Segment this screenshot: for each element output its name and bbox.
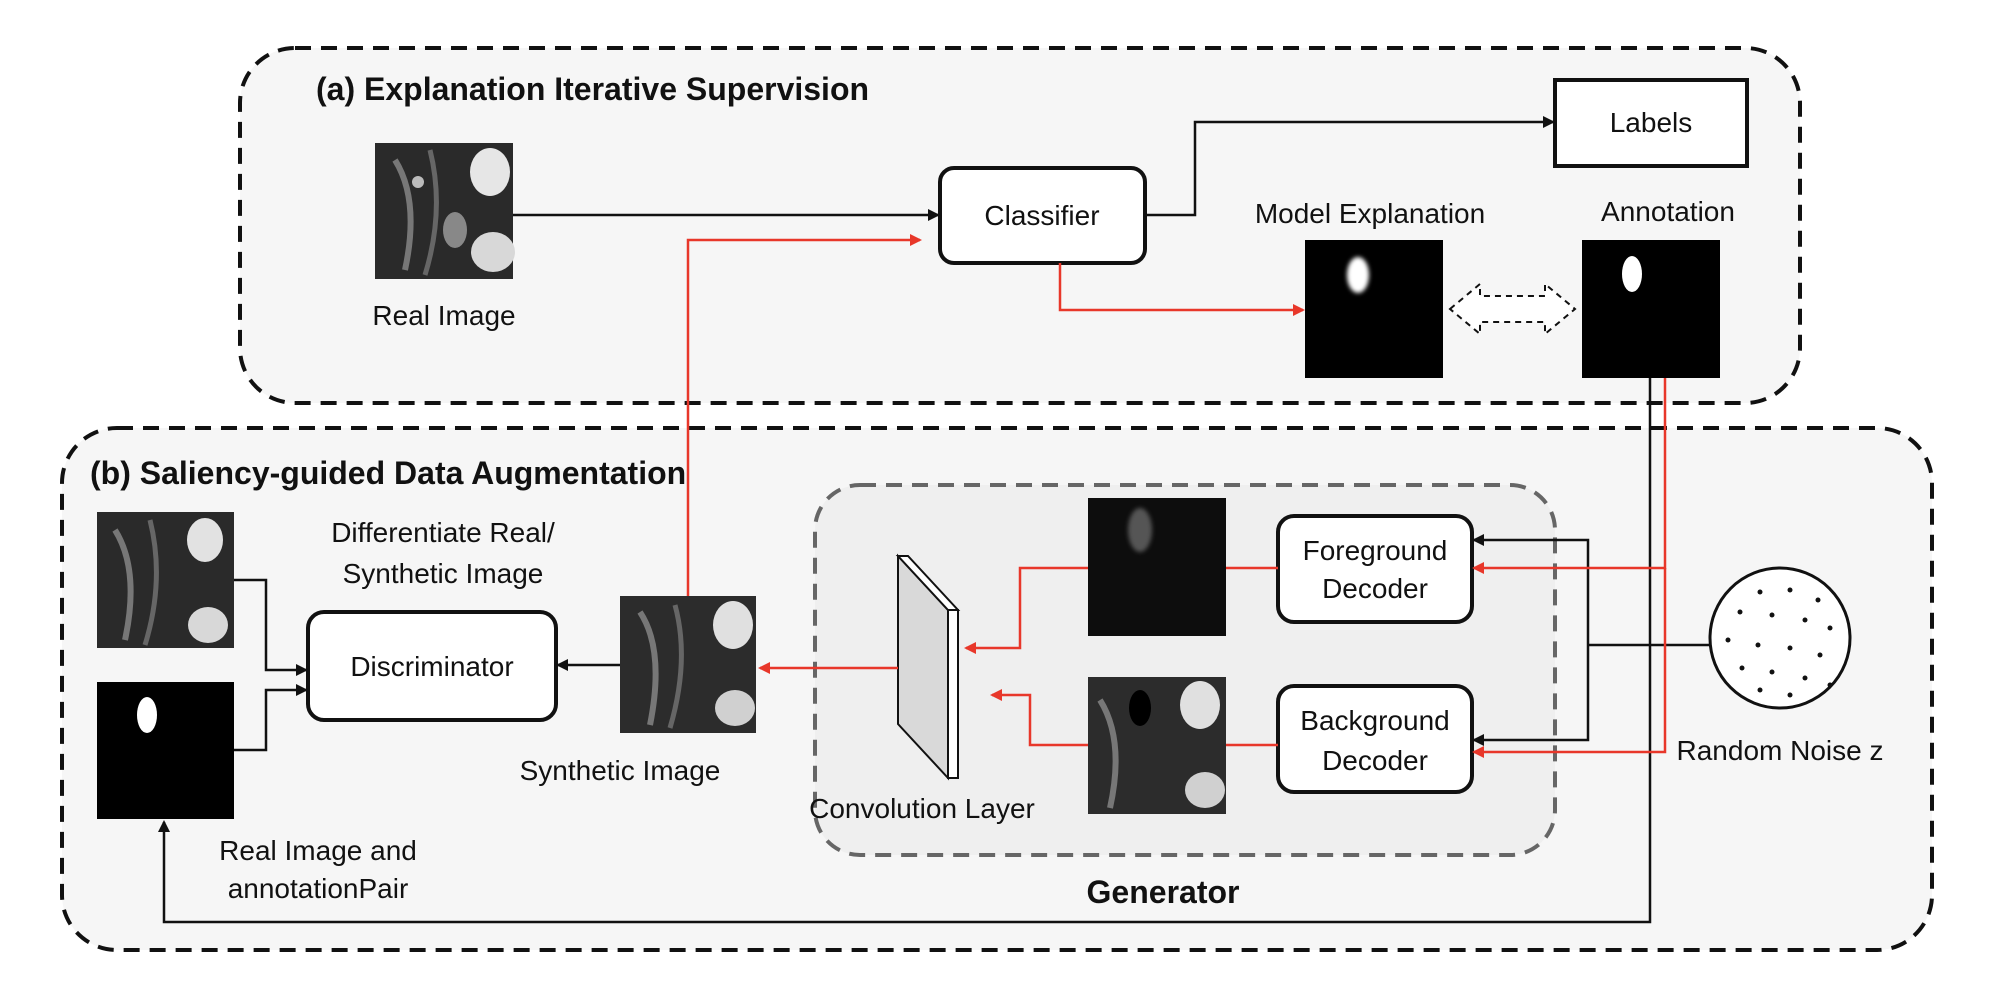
convolution-layer-block [895, 553, 961, 781]
discriminator-box: Discriminator [306, 610, 558, 722]
background-decoder-label-1: Background [1300, 705, 1449, 736]
discriminator-label: Discriminator [350, 651, 513, 682]
arrow-classifier-to-explanation [1058, 263, 1305, 316]
real-pair-label-line2: annotationPair [228, 873, 409, 904]
classifier-box: Classifier [938, 166, 1147, 265]
panel-b-title: (b) Saliency-guided Data Augmentation [90, 455, 686, 491]
background-decoder-label-2: Decoder [1322, 745, 1428, 776]
arrow-noise-to-foreground [1472, 534, 1590, 645]
annotation-label: Annotation [1601, 196, 1735, 227]
convolution-layer-label: Convolution Layer [809, 793, 1035, 824]
model-explanation-label: Model Explanation [1255, 198, 1485, 229]
arrow-annotation-to-background [1472, 568, 1667, 758]
annotation-mask [1582, 240, 1720, 378]
labels-box-text: Labels [1610, 107, 1693, 138]
real-image-pair-ct [97, 512, 234, 648]
arrow-classifier-to-labels [1145, 116, 1555, 217]
arrow-ct-to-discriminator [234, 578, 308, 676]
differentiate-label-line2: Synthetic Image [343, 558, 544, 589]
model-explanation-map [1305, 240, 1443, 378]
foreground-decoder-box: Foreground Decoder [1276, 514, 1474, 624]
foreground-output-image [1088, 498, 1226, 636]
labels-box: Labels [1553, 78, 1749, 168]
background-decoder-box: Background Decoder [1276, 684, 1474, 794]
synthetic-image-thumbnail [620, 596, 756, 733]
foreground-decoder-label-1: Foreground [1303, 535, 1448, 566]
real-image-pair-mask [97, 682, 234, 819]
real-image-thumbnail [375, 143, 515, 279]
compare-double-arrow [1448, 281, 1577, 337]
foreground-decoder-label-2: Decoder [1322, 573, 1428, 604]
classifier-label: Classifier [984, 200, 1099, 231]
panel-a-title: (a) Explanation Iterative Supervision [316, 71, 869, 107]
arrow-foreground-to-conv [964, 566, 1088, 654]
background-output-image [1088, 677, 1226, 814]
differentiate-label-line1: Differentiate Real/ [331, 517, 555, 548]
generator-label: Generator [1087, 874, 1240, 910]
random-noise-label: Random Noise z [1677, 735, 1884, 766]
arrow-annotation-to-pair [158, 378, 1652, 924]
real-image-label: Real Image [372, 300, 515, 331]
arrow-synthetic-to-classifier [686, 234, 922, 596]
random-noise-circle [1708, 566, 1852, 710]
synthetic-image-label: Synthetic Image [520, 755, 721, 786]
real-pair-label-line1: Real Image and [219, 835, 417, 866]
arrow-background-to-conv [990, 689, 1088, 747]
arrow-noise-to-background [1472, 645, 1590, 746]
arrow-mask-to-discriminator [234, 684, 308, 752]
